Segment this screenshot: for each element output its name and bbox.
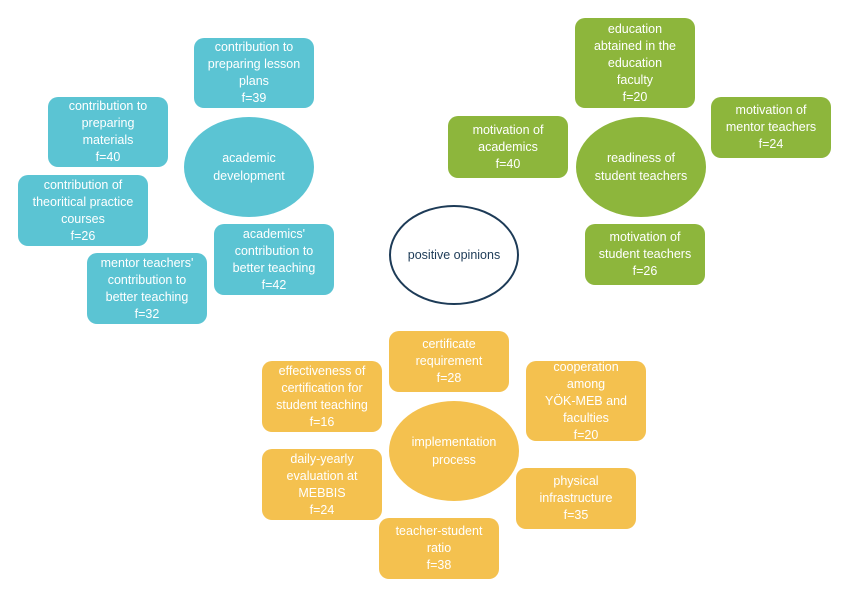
node-physical-infrastructure: physical infrastructure f=35 <box>516 468 636 529</box>
node-cooperation-yok-meb: cooperation among YÖK-MEB and faculties … <box>526 360 646 442</box>
hub-implementation-process: implementation process <box>389 401 519 501</box>
node-mentor-better-teaching: mentor teachers' contribution to better … <box>87 253 207 324</box>
node-theoretical-practice-courses: contribution of theoritical practice cou… <box>18 175 148 246</box>
central-node-positive-opinions: positive opinions <box>389 205 519 305</box>
central-node-label: positive opinions <box>407 248 501 262</box>
node-academics-better-teaching: academics' contribution to better teachi… <box>214 224 334 295</box>
hub-readiness-of-student-teachers: readiness of student teachers <box>576 117 706 217</box>
node-motivation-student-teachers: motivation of student teachers f=26 <box>585 224 705 285</box>
node-motivation-mentor-teachers: motivation of mentor teachers f=24 <box>711 97 831 158</box>
node-certificate-requirement: certificate requirement f=28 <box>389 331 509 392</box>
node-motivation-academics: motivation of academics f=40 <box>448 116 568 178</box>
node-preparing-materials: contribution to preparing materials f=40 <box>48 97 168 167</box>
node-mebbis-evaluation: daily-yearly evaluation at MEBBIS f=24 <box>262 449 382 520</box>
node-lesson-plans: contribution to preparing lesson plans f… <box>194 38 314 108</box>
node-teacher-student-ratio: teacher-student ratio f=38 <box>379 518 499 579</box>
node-education-faculty: education abtained in the education facu… <box>575 18 695 108</box>
node-certification-effectiveness: effectiveness of certification for stude… <box>262 361 382 432</box>
hub-academic-development: academic development <box>184 117 314 217</box>
